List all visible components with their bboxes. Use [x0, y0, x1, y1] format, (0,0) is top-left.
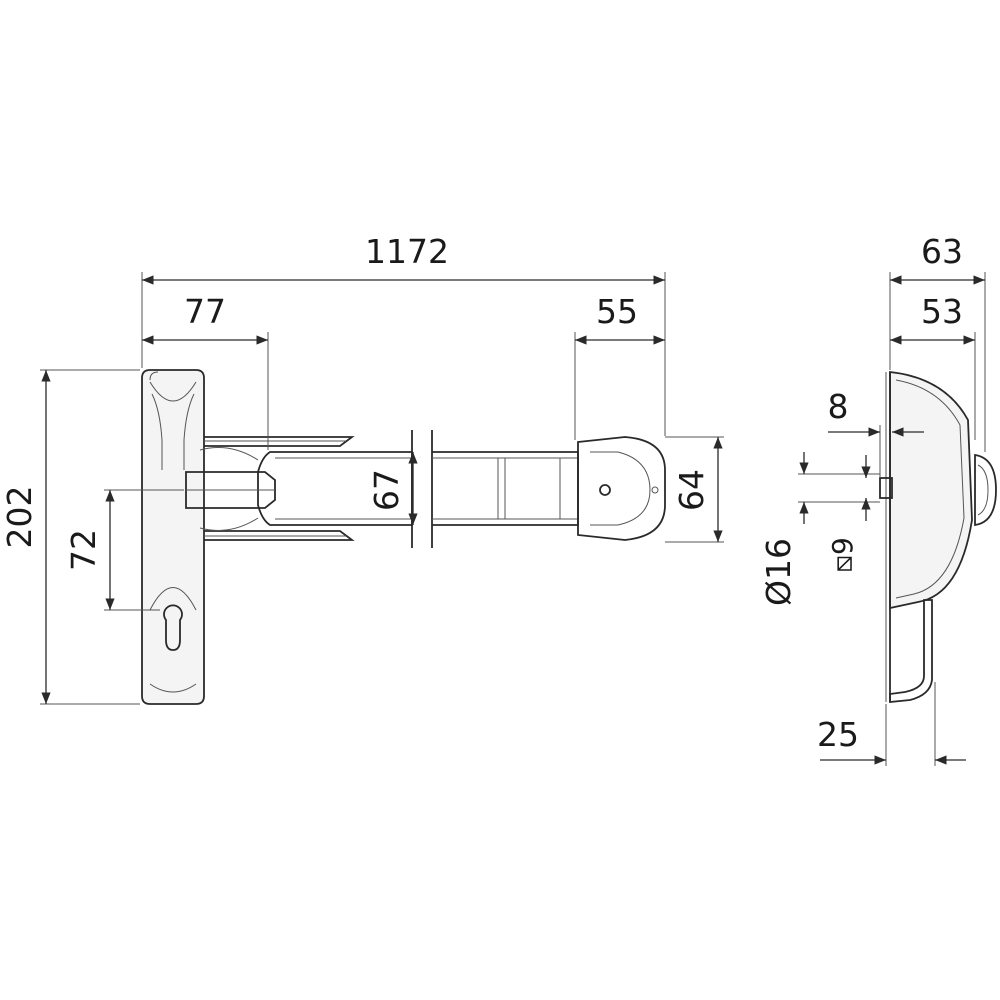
push-bar [257, 451, 413, 526]
side-dimensions: 63 53 8 Ø16 ⧅9 25 [759, 232, 986, 766]
dim-bar-height: 67 [367, 469, 406, 511]
end-cap-screw [599, 484, 611, 496]
dim-depth-total: 63 [921, 232, 963, 271]
side-body [889, 370, 973, 610]
spindle-square [879, 477, 893, 499]
side-lever [889, 599, 933, 703]
dim-spindle-gap: 8 [828, 387, 849, 426]
dim-lever-depth: 25 [817, 715, 859, 754]
dim-diameter: Ø16 [759, 538, 798, 606]
linkage [185, 471, 276, 509]
dim-square: ⧅9 [826, 537, 859, 573]
dim-plate-height: 202 [0, 486, 39, 549]
dim-plate-to-bar: 77 [184, 292, 226, 331]
side-view [879, 370, 997, 703]
end-cap [577, 436, 666, 541]
keyhole-icon [163, 604, 183, 651]
front-view [141, 369, 666, 705]
dim-key-offset: 72 [64, 529, 103, 571]
dim-end-cap: 55 [596, 292, 638, 331]
mounting-plate [141, 369, 205, 705]
front-dimensions: 1172 77 55 202 72 67 64 [0, 232, 724, 705]
dim-depth-body: 53 [921, 292, 963, 331]
side-knob [974, 453, 997, 527]
dim-cap-height: 64 [672, 469, 711, 511]
dim-overall-length: 1172 [365, 232, 449, 271]
